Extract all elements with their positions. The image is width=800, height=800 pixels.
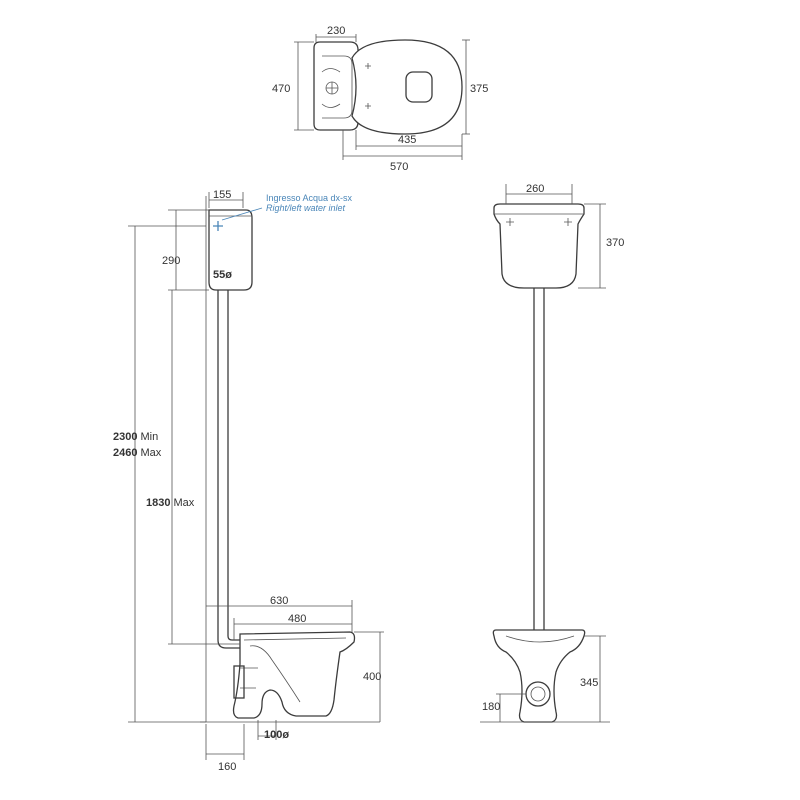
side-flush-pipe bbox=[217, 290, 244, 649]
side-bowl bbox=[232, 631, 356, 719]
dim-260: 260 bbox=[526, 183, 544, 195]
dim-630: 630 bbox=[270, 595, 288, 607]
dim-435: 435 bbox=[398, 134, 416, 146]
dim-100: 100ø bbox=[264, 729, 289, 741]
dim-570: 570 bbox=[390, 161, 408, 173]
dim-470: 470 bbox=[272, 83, 290, 95]
dim-480: 480 bbox=[288, 613, 306, 625]
dim-370: 370 bbox=[606, 237, 624, 249]
dim-400: 400 bbox=[363, 671, 381, 683]
side-view: 155 Ingresso Acqua dx-sx Right/left wate… bbox=[113, 189, 384, 773]
dim-345: 345 bbox=[580, 677, 598, 689]
front-view: 260 370 345 180 bbox=[480, 183, 624, 723]
top-bowl-outline bbox=[351, 39, 463, 135]
top-bowl-opening bbox=[405, 71, 433, 103]
dim-155: 155 bbox=[213, 189, 231, 201]
dim-290: 290 bbox=[162, 255, 180, 267]
dim-180: 180 bbox=[482, 701, 500, 713]
water-inlet-note-it: Ingresso Acqua dx-sx bbox=[266, 193, 353, 203]
side-inlet-cross bbox=[213, 221, 223, 231]
top-fixing-mark bbox=[365, 63, 371, 109]
front-bowl bbox=[492, 629, 586, 723]
top-cistern-inner bbox=[322, 55, 353, 119]
dim-55: 55ø bbox=[213, 269, 232, 281]
dim-230: 230 bbox=[327, 25, 345, 37]
top-view: 230 470 375 435 570 bbox=[272, 25, 488, 173]
dim-375: 375 bbox=[470, 83, 488, 95]
front-cistern bbox=[493, 203, 585, 289]
dim-160: 160 bbox=[218, 761, 236, 773]
water-inlet-note-en: Right/left water inlet bbox=[266, 203, 346, 213]
side-outlet-connector bbox=[233, 665, 245, 699]
top-cistern-outline bbox=[313, 41, 359, 131]
